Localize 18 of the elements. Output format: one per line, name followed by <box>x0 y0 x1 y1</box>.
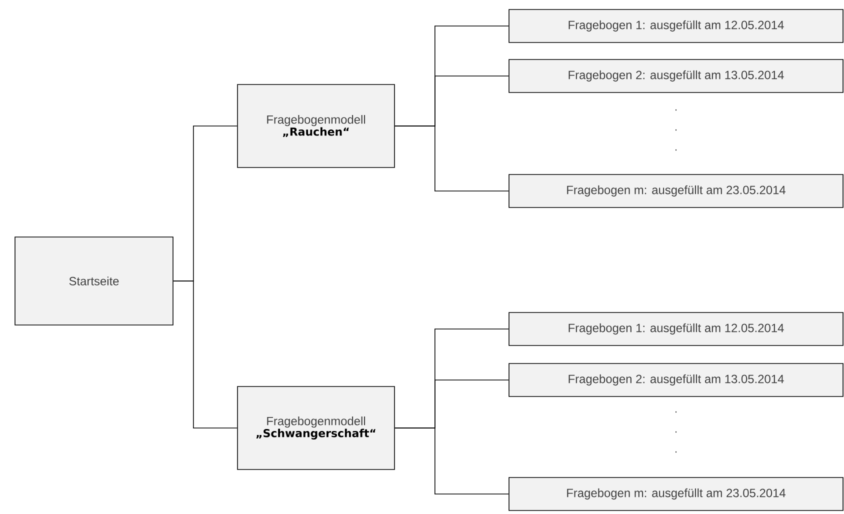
ellipsis-dot: . <box>675 431 677 433</box>
page-box: Startseite <box>14 236 174 326</box>
ellipsis-dot: . <box>675 411 677 413</box>
questionnaire-box: Fragebogen m: ausgefüllt am 23.05.2014 <box>508 174 844 208</box>
questionnaire-box: Fragebogen 2: ausgefüllt am 13.05.2014 <box>508 59 844 93</box>
connector-line <box>394 126 509 192</box>
model-box: Fragebogenmodell „Schwangerschaft“ <box>237 386 395 470</box>
questionnaire-box: Fragebogen 1: ausgefüllt am 12.05.2014 <box>508 312 844 346</box>
connector-line <box>394 428 509 494</box>
ellipsis-dot: . <box>675 149 677 151</box>
ellipsis-dot: . <box>675 109 677 111</box>
ellipsis-dot: . <box>675 129 677 131</box>
questionnaire-box: Fragebogen 2: ausgefüllt am 13.05.2014 <box>508 363 844 397</box>
questionnaire-box: Fragebogen m: ausgefüllt am 23.05.2014 <box>508 477 844 511</box>
model-box: Fragebogenmodell „Rauchen“ <box>237 84 395 168</box>
ellipsis-dot: . <box>675 451 677 453</box>
connector-line <box>173 280 238 428</box>
questionnaire-box: Fragebogen 1: ausgefüllt am 12.05.2014 <box>508 9 844 43</box>
